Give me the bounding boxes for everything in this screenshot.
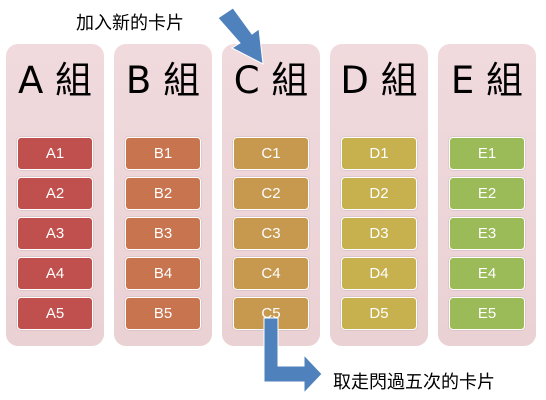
remove-card-arrow-shape (263, 317, 323, 395)
card-d4: D4 (341, 257, 417, 290)
card-d3: D3 (341, 217, 417, 250)
card-b3: B3 (125, 217, 201, 250)
card-c4: C4 (233, 257, 309, 290)
card-c3: C3 (233, 217, 309, 250)
card-a4: A4 (17, 257, 93, 290)
card-a5: A5 (17, 297, 93, 330)
card-b2: B2 (125, 177, 201, 210)
card-b4: B4 (125, 257, 201, 290)
add-new-card-caption: 加入新的卡片 (76, 13, 184, 34)
card-c2: C2 (233, 177, 309, 210)
group-e: E 組 E1 E2 E3 E4 E5 (438, 44, 536, 346)
card-b5: B5 (125, 297, 201, 330)
card-d5: D5 (341, 297, 417, 330)
group-e-title: E 組 (450, 59, 524, 102)
card-e3: E3 (449, 217, 525, 250)
card-a1: A1 (17, 137, 93, 170)
group-b-title: B 組 (125, 59, 201, 102)
group-d: D 組 D1 D2 D3 D4 D5 (330, 44, 428, 346)
group-a-title: A 組 (17, 59, 93, 102)
group-d-title: D 組 (340, 59, 418, 102)
group-c: C 組 C1 C2 C3 C4 C5 (222, 44, 320, 346)
card-a3: A3 (17, 217, 93, 250)
card-e2: E2 (449, 177, 525, 210)
add-card-arrow-shape (217, 7, 264, 65)
group-a: A 組 A1 A2 A3 A4 A5 (6, 44, 104, 346)
remove-card-caption: 取走閃過五次的卡片 (333, 372, 495, 393)
card-d1: D1 (341, 137, 417, 170)
card-e1: E1 (449, 137, 525, 170)
card-d2: D2 (341, 177, 417, 210)
card-e5: E5 (449, 297, 525, 330)
card-c1: C1 (233, 137, 309, 170)
group-b: B 組 B1 B2 B3 B4 B5 (114, 44, 212, 346)
group-c-title: C 組 (233, 59, 309, 102)
card-b1: B1 (125, 137, 201, 170)
card-e4: E4 (449, 257, 525, 290)
card-a2: A2 (17, 177, 93, 210)
